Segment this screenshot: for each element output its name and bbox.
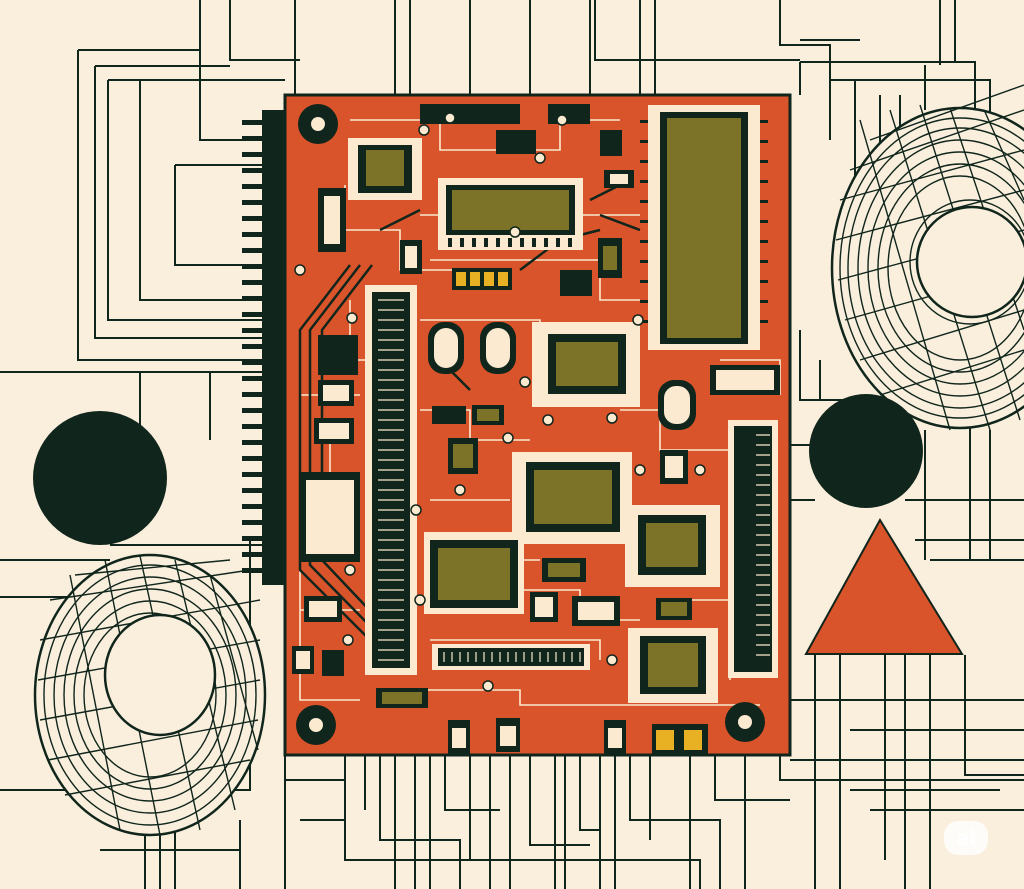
qfp-chip-bottom-right — [628, 628, 718, 703]
orange-triangle — [804, 518, 964, 655]
wireframe-torus-left — [33, 553, 267, 837]
wide-chip-top — [438, 178, 583, 250]
qfp-chip-top-left — [348, 138, 422, 200]
qfp-chip-left — [424, 532, 524, 614]
pcb-board — [283, 93, 792, 757]
qfp-chip-middle — [512, 452, 632, 544]
smd-components — [292, 104, 780, 754]
qfp-chip-center — [532, 322, 640, 407]
vias — [294, 112, 706, 692]
mounting-holes — [296, 104, 765, 745]
wireframe-torus-right — [830, 84, 1024, 431]
ai-watermark-text: ai — [944, 821, 988, 855]
bottom-header-connector — [432, 644, 590, 670]
right-header-connector — [728, 420, 778, 678]
crystal-oscillators — [428, 322, 696, 430]
dark-circle-left — [33, 411, 167, 545]
dark-circle-right — [809, 394, 923, 508]
qfp-chip-right — [625, 505, 720, 587]
memory-chip-large — [640, 105, 768, 350]
vertical-header-connector — [365, 285, 417, 675]
